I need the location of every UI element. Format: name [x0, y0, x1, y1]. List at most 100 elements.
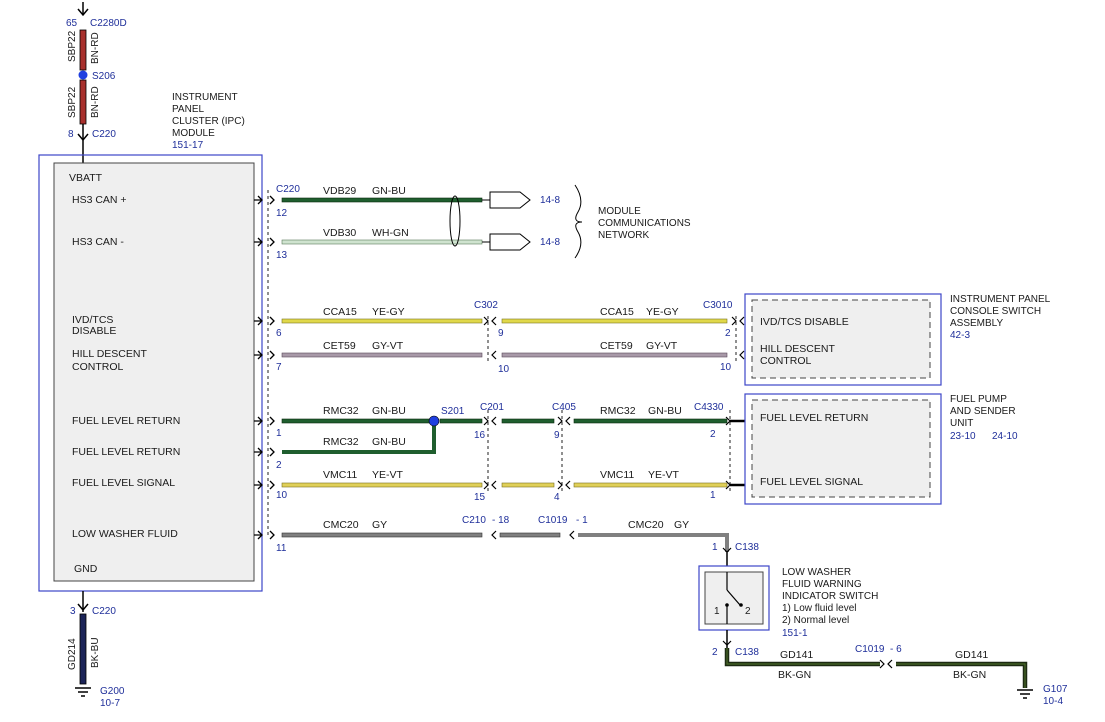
twisted-pair-marker — [449, 195, 461, 247]
pin-2-c138: 2 — [712, 647, 718, 658]
ipc-label-fuel-return-1: FUEL LEVEL RETURN — [72, 415, 180, 427]
console-ref: 42-3 — [950, 330, 970, 341]
circuit-rmc32-c: RMC32 — [600, 405, 636, 417]
ipc-title-line3: CLUSTER (IPC) — [172, 116, 245, 127]
connector-c220-bottom: C220 — [92, 606, 116, 617]
console-label-hill-1: HILL DESCENT — [760, 343, 835, 355]
pin-65: 65 — [66, 18, 78, 29]
connector-c220-can: C220 — [276, 184, 300, 195]
can-ref-1: 14-8 — [540, 195, 560, 206]
pin-10-c302: 10 — [498, 364, 510, 375]
fuel-unit-label-signal: FUEL LEVEL SIGNAL — [760, 476, 863, 488]
fuel-ref-1: 23-10 — [950, 431, 976, 442]
connector-c1019-bottom: C1019 — [855, 644, 885, 655]
connector-c302: C302 — [474, 300, 498, 311]
pin-6: 6 — [276, 328, 282, 339]
circuit-gd141-a: GD141 — [780, 649, 813, 661]
color-gnbu-vdb29: GN-BU — [372, 185, 406, 197]
circuit-sbp22-upper: SBP22 — [67, 30, 78, 62]
pin-1-fuel: 1 — [276, 428, 282, 439]
wire-rmc32-mid — [501, 418, 555, 424]
pin-16-c201: 16 — [474, 430, 486, 441]
pin-c1019-bottom: - 6 — [890, 644, 902, 655]
color-bkgn-a: BK-GN — [778, 669, 811, 681]
wire-cet59-right — [501, 352, 728, 358]
fuel-ref-2: 24-10 — [992, 431, 1018, 442]
ipc-label-fuel-signal: FUEL LEVEL SIGNAL — [72, 477, 175, 489]
ipc-title-line4: MODULE — [172, 128, 215, 139]
ground-g107-icon — [1017, 689, 1033, 699]
color-bkbu: BK-BU — [90, 637, 101, 668]
circuit-vdb30: VDB30 — [323, 227, 356, 239]
ipc-label-hill-2: CONTROL — [72, 361, 123, 373]
wire-cca15-right — [501, 318, 728, 324]
pin-9-c302: 9 — [498, 328, 504, 339]
color-gnbu-rmc32-a: GN-BU — [372, 405, 406, 417]
color-whgn-vdb30: WH-GN — [372, 227, 409, 239]
washer-title-1: LOW WASHER — [782, 567, 851, 578]
color-bkgn-b: BK-GN — [953, 669, 986, 681]
pin-2-c4330: 2 — [710, 429, 716, 440]
ipc-title: INSTRUMENT PANEL CLUSTER (IPC) MODULE 15… — [172, 92, 245, 151]
wire-rmc32-c — [573, 418, 728, 424]
network-brace — [574, 184, 583, 259]
color-gy-b: GY — [674, 519, 689, 531]
console-label-hill-2: CONTROL — [760, 355, 811, 367]
splice-s206 — [78, 70, 88, 80]
ipc-label-hs3-can-minus: HS3 CAN - — [72, 236, 124, 248]
fuel-unit-label-return: FUEL LEVEL RETURN — [760, 412, 868, 424]
circuit-gd141-b: GD141 — [955, 649, 988, 661]
console-circuits: 6 7 CCA15 YE-GY CET59 GY-VT C302 9 10 CC… — [254, 293, 1051, 386]
pin-c1019-top: - 1 — [576, 515, 588, 526]
switch-pos-1: 1 — [714, 606, 720, 617]
pin-1-c138: 1 — [712, 542, 718, 553]
pin-10-c3010: 10 — [720, 362, 732, 373]
console-title-1: INSTRUMENT PANEL — [950, 294, 1051, 305]
wire-cet59-left — [281, 352, 483, 358]
ground-g200-ref: 10-7 — [100, 698, 120, 709]
wire-cca15-left — [281, 318, 483, 324]
network-label-1: MODULE — [598, 206, 641, 217]
wire-vmc11-mid — [501, 482, 555, 488]
pin-8: 8 — [68, 129, 74, 140]
splice-s201 — [428, 415, 440, 427]
circuit-vmc11-b: VMC11 — [600, 469, 634, 481]
wire-cmc20-b — [578, 533, 729, 552]
color-gy-a: GY — [372, 519, 387, 531]
can-bus: C220 12 13 VDB29 GN-BU VDB30 WH-GN 14-8 … — [254, 184, 691, 261]
color-gnbu-rmc32-c: GN-BU — [648, 405, 682, 417]
washer-circuit: 11 CMC20 GY C210 - 18 C1019 - 1 CMC20 GY… — [254, 515, 1068, 707]
connector-c1019-top: C1019 — [538, 515, 568, 526]
washer-ref: 151-1 — [782, 628, 808, 639]
wire-vmc11-b — [573, 482, 728, 488]
circuit-cet59-right: CET59 — [600, 340, 633, 352]
circuit-cmc20-a: CMC20 — [323, 519, 359, 531]
circuit-cca15-right: CCA15 — [600, 306, 634, 318]
fuel-title-3: UNIT — [950, 418, 973, 429]
ipc-ref: 151-17 — [172, 140, 204, 151]
color-gnbu-rmc32-b: GN-BU — [372, 436, 406, 448]
pin-2-c3010: 2 — [725, 328, 731, 339]
splice-s201-label: S201 — [441, 406, 465, 417]
ground-g107-label: G107 — [1043, 684, 1068, 695]
circuit-vmc11-a: VMC11 — [323, 469, 357, 481]
color-yegy-left: YE-GY — [372, 306, 405, 318]
console-title-3: ASSEMBLY — [950, 318, 1003, 329]
color-yegy-right: YE-GY — [646, 306, 679, 318]
connector-c2280d: C2280D — [90, 18, 127, 29]
circuit-rmc32-b: RMC32 — [323, 436, 359, 448]
pin-c210: - 18 — [492, 515, 510, 526]
connector-c210: C210 — [462, 515, 486, 526]
circuit-cca15-left: CCA15 — [323, 306, 357, 318]
wire-vmc11-a — [281, 482, 483, 488]
connector-c138-bottom: C138 — [735, 647, 759, 658]
splice-s206-label: S206 — [92, 71, 116, 82]
ipc-title-line2: PANEL — [172, 104, 204, 115]
pin-2-fuel: 2 — [276, 460, 282, 471]
circuit-sbp22-lower: SBP22 — [67, 86, 78, 118]
pin-11: 11 — [276, 543, 287, 554]
console-label-ivd: IVD/TCS DISABLE — [760, 316, 849, 328]
wire-sbp22-upper — [79, 29, 87, 71]
ipc-title-line1: INSTRUMENT — [172, 92, 238, 103]
washer-title-3: INDICATOR SWITCH — [782, 591, 878, 602]
